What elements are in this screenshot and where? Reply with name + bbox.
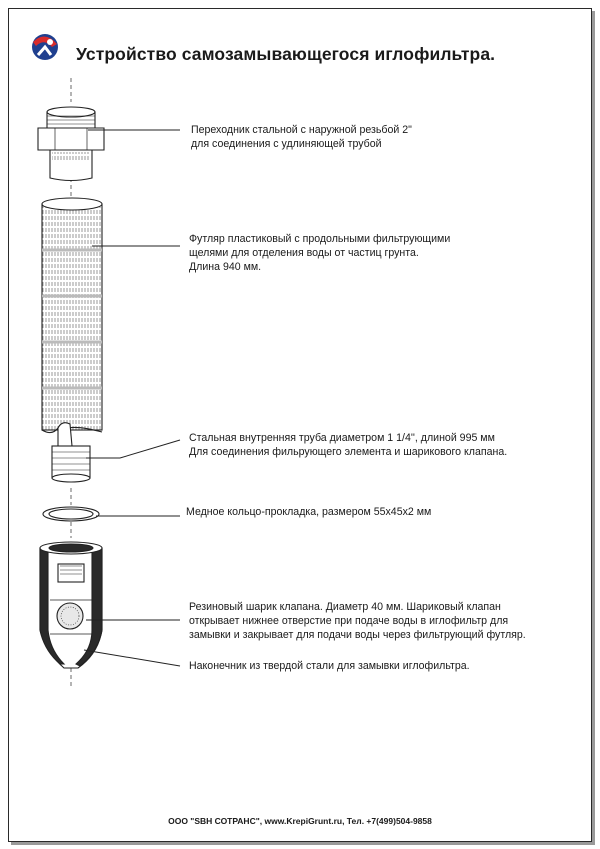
callout-line: Стальная внутренняя труба диаметром 1 1/…	[189, 432, 495, 444]
callout-line: Медное кольцо-прокладка, размером 55х45х…	[186, 506, 432, 518]
leader-line-6	[83, 649, 181, 667]
inner-pipe-part	[51, 422, 91, 483]
callout-line: Для соединения фильрующего элемента и ша…	[189, 446, 508, 458]
housing-part	[41, 197, 103, 441]
callout-adapter: Переходник стальной с наружной резьбой 2…	[191, 123, 412, 151]
copper-ring-part	[42, 506, 100, 522]
adapter-part	[37, 106, 105, 182]
callout-tip: Наконечник из твердой стали для замывки …	[189, 659, 470, 673]
callout-inner-pipe: Стальная внутренняя труба диаметром 1 1/…	[189, 431, 507, 459]
callout-line: для соединения с удлиняющей трубой	[191, 138, 382, 150]
callout-line: Переходник стальной с наружной резьбой 2…	[191, 124, 412, 136]
callout-line: Футляр пластиковый с продольными фильтру…	[189, 233, 451, 245]
callout-line: открывает нижнее отверстие при подаче во…	[189, 615, 509, 627]
callout-line: щелями для отделения воды от частиц грун…	[189, 247, 419, 259]
callout-line: Длина 940 мм.	[189, 261, 262, 273]
callout-line: Наконечник из твердой стали для замывки …	[189, 660, 470, 672]
callout-line: Резиновый шарик клапана. Диаметр 40 мм. …	[189, 601, 501, 613]
callout-ball-valve: Резиновый шарик клапана. Диаметр 40 мм. …	[189, 600, 526, 642]
callout-housing: Футляр пластиковый с продольными фильтру…	[189, 232, 450, 274]
page-frame	[8, 8, 592, 842]
company-logo	[32, 34, 58, 60]
leader-line-3b	[119, 439, 181, 459]
leader-lines	[83, 129, 181, 667]
callout-line: замывки и закрывает для подачи воды чере…	[189, 629, 526, 641]
page-title: Устройство самозамывающегося иглофильтра…	[76, 44, 496, 64]
callout-copper-ring: Медное кольцо-прокладка, размером 55х45х…	[186, 505, 431, 519]
valve-tip-part	[39, 541, 103, 669]
footer-contacts: ООО "SBH СОТРАНС", www.KrepiGrunt.ru, Те…	[168, 816, 432, 826]
